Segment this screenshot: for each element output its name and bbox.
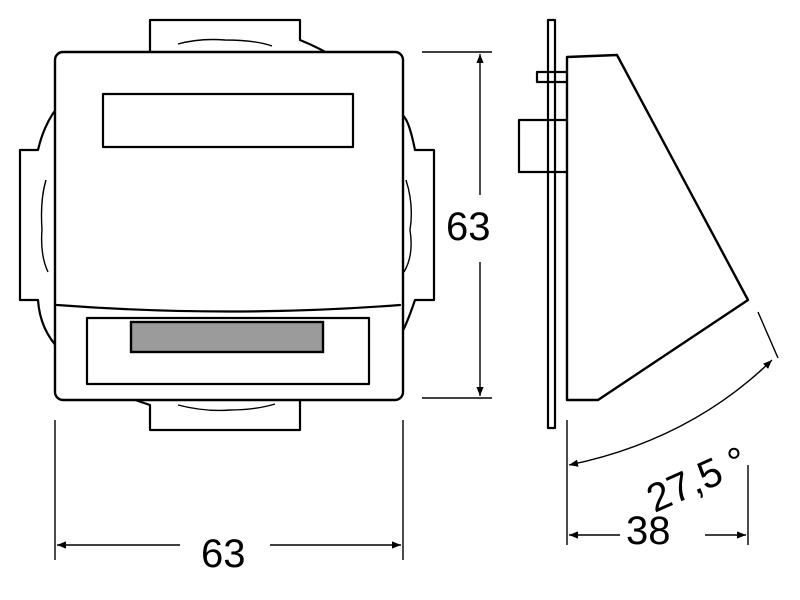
front-view	[18, 18, 436, 432]
plate-tab	[535, 70, 571, 84]
height-dimension: 63	[422, 51, 492, 399]
wedge-profile	[565, 53, 750, 402]
depth-label: 38	[626, 509, 671, 553]
side-view	[517, 18, 750, 430]
cover-plate	[53, 50, 405, 402]
angle-ext-line	[757, 311, 779, 359]
angle-arc	[568, 359, 773, 467]
frame-slot-bottom	[177, 403, 276, 412]
flap-edge	[55, 303, 402, 313]
width-dimension: 63	[54, 420, 404, 576]
width-label: 63	[201, 532, 246, 576]
frame-slot-left	[40, 179, 49, 273]
label-strip	[101, 92, 355, 149]
frame-slot-right	[403, 179, 413, 273]
frame-slot-top	[177, 38, 273, 47]
socket-opening	[85, 316, 371, 386]
height-label: 63	[446, 205, 491, 249]
rear-block	[517, 118, 570, 174]
mounting-plate	[546, 18, 557, 430]
depth-dimension: 38	[566, 420, 749, 553]
label-window	[129, 320, 325, 354]
